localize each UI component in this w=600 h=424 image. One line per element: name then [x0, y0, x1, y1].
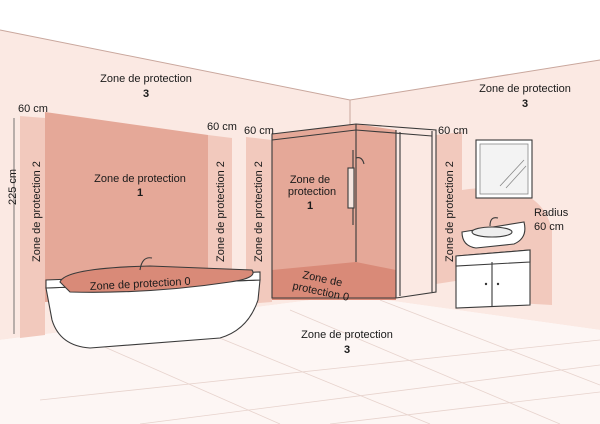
mirror [475, 139, 533, 199]
washbasin [461, 217, 526, 249]
zone-0-shower-tray [272, 262, 396, 300]
width-60-shower-label: 60 cm [244, 125, 274, 137]
zone-2-left-strip [20, 116, 45, 338]
zone-1-shower-label-line1: Zone de [290, 174, 330, 186]
shower-enclosure-frame [271, 123, 437, 299]
floor-tiles [39, 299, 600, 424]
width-60-mid-label: 60 cm [207, 121, 237, 133]
zone-1-wall-label: Zone de protection [94, 173, 186, 185]
zone-3-upper-left-number: 3 [143, 88, 149, 100]
zone-1-shower-label-line2: protection [288, 186, 336, 198]
zone-2-left-label: Zone de protection 2 [31, 161, 43, 262]
zone-2-mid-label: Zone de protection 2 [215, 161, 227, 262]
zone-3-floor-label: Zone de protection [301, 329, 393, 341]
zone-1-wall-number: 1 [137, 187, 143, 199]
zone-3-upper-left-label: Zone de protection [100, 73, 192, 85]
zone-3-upper-right-label: Zone de protection [479, 83, 571, 95]
bathtub [45, 257, 261, 349]
width-60-right-label: 60 cm [438, 125, 468, 137]
zone-2-shower-strip [246, 137, 272, 304]
zone-2-right-strip [436, 132, 462, 284]
shower-head [347, 150, 365, 225]
vanity-cabinet [455, 249, 531, 309]
zone-3-floor-number: 3 [344, 344, 350, 356]
zone-3-upper-right-number: 3 [522, 98, 528, 110]
radius-label-line1: Radius [534, 207, 569, 219]
height-225-label: 225 cm [7, 169, 19, 205]
zone-1-shower-number: 1 [307, 200, 313, 212]
zone-1-wall [45, 112, 208, 302]
zone-1-shower [272, 124, 396, 298]
zone-0-bath-label: Zone de protection 0 [90, 276, 191, 293]
radius-label-line2: 60 cm [534, 221, 564, 233]
width-60-left-label: 60 cm [18, 103, 48, 115]
zone-2-right-label: Zone de protection 2 [444, 161, 456, 262]
zone-2-mid-strip [208, 135, 232, 308]
zone-2-shower-left-label: Zone de protection 2 [253, 161, 265, 262]
